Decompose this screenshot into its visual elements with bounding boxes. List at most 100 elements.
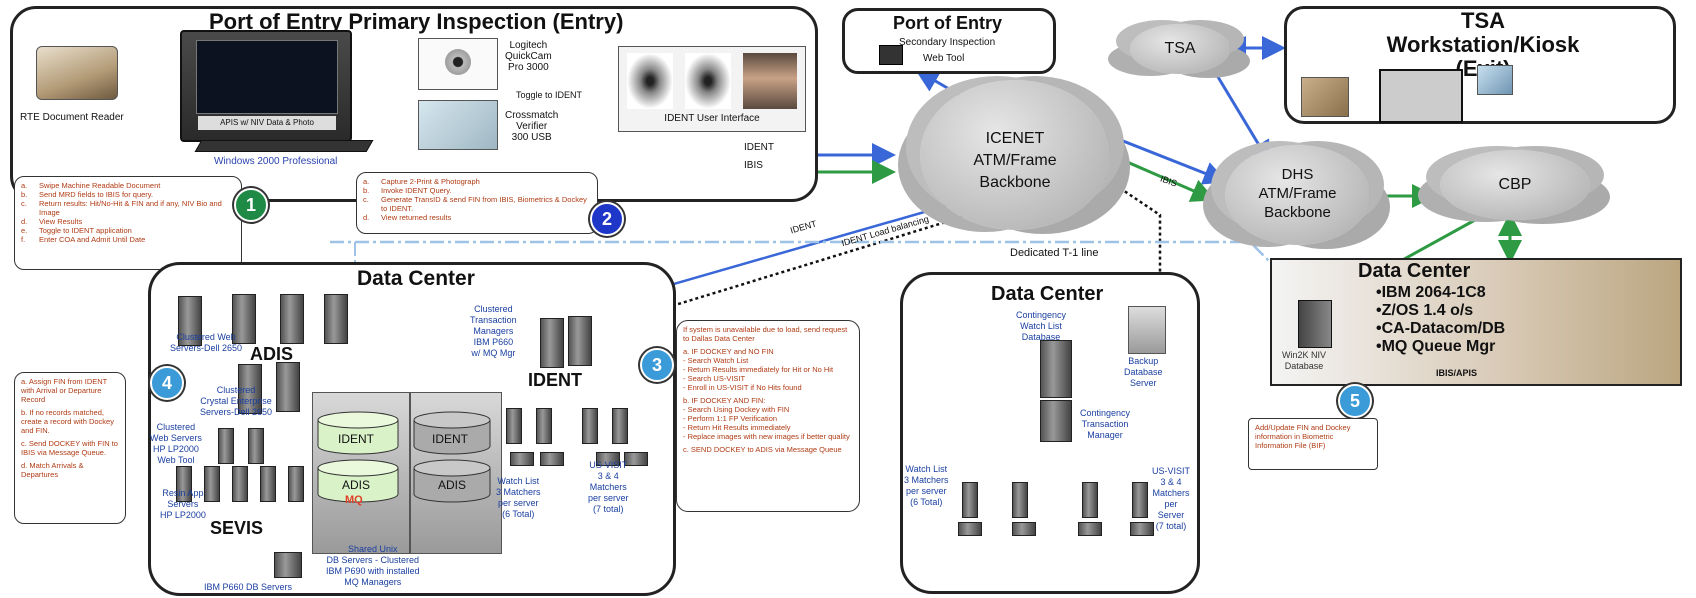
db-mq: MQ xyxy=(345,494,363,506)
spec-line: •IBM 2064-1C8 xyxy=(1376,284,1486,301)
note-step-text: Swipe Machine Readable Document xyxy=(39,181,161,190)
note-line: c. SEND DOCKEY to ADIS via Message Queue xyxy=(683,445,842,454)
note-step: a. Capture 2-Print & Photograph xyxy=(363,177,591,186)
server xyxy=(958,522,982,536)
note-step-text: Enter COA and Admit Until Date xyxy=(39,235,146,244)
ctm-label: Clustered Transaction Managers IBM P660 … xyxy=(470,304,517,358)
os-label: Windows 2000 Professional xyxy=(214,156,338,167)
server xyxy=(612,408,628,444)
note-step-text: Generate TransID & send FIN from IBIS, B… xyxy=(381,195,587,213)
note-step-key: b. xyxy=(21,190,28,199)
note-step-key: d. xyxy=(363,213,370,222)
server xyxy=(536,408,552,444)
shared-unix-label: Shared Unix DB Servers - Clustered IBM P… xyxy=(326,544,420,587)
ibis-data-center-panel: Data Center Win2K NIV Database •IBM 2064… xyxy=(1270,258,1682,386)
note-step: c.Generate TransID & send FIN from IBIS,… xyxy=(363,195,591,213)
tsa-scanner-image xyxy=(1477,65,1513,95)
server xyxy=(276,362,300,412)
server xyxy=(176,466,192,502)
server xyxy=(596,452,620,466)
note-line: - Replace images with new images if bett… xyxy=(683,432,850,441)
server xyxy=(248,428,264,464)
db-adis-primary-cylinder xyxy=(317,459,399,503)
note-step: f.Enter COA and Admit Until Date xyxy=(21,235,235,244)
link-tsa-dhs xyxy=(1213,71,1272,166)
spec-line: •CA-Datacom/DB xyxy=(1376,320,1506,337)
server xyxy=(238,364,262,414)
server xyxy=(1040,340,1072,398)
link-icenet-dhs-green xyxy=(1089,144,1216,202)
note-line: b. IF DOCKEY AND FIN: xyxy=(683,396,766,405)
ident-ui-label: IDENT User Interface xyxy=(664,113,760,124)
secondary-computer-icon xyxy=(879,45,903,65)
server xyxy=(540,452,564,466)
cwl-label: Contingency Watch List Database xyxy=(1016,310,1067,342)
note-step-text: Capture 2-Print & Photograph xyxy=(381,177,480,186)
clustered-web2-label: Clustered Web Servers HP LP2000 Web Tool xyxy=(150,422,202,465)
face-photo xyxy=(743,53,797,109)
tsa-cloud-label: TSA xyxy=(1164,40,1196,57)
note-line: d. Match Arrivals & Departures xyxy=(21,461,84,479)
win2k-label: Win2K NIV Database xyxy=(1282,350,1327,371)
spec-line: •MQ Queue Mgr xyxy=(1376,338,1496,355)
server xyxy=(582,408,598,444)
note-step: b.Invoke IDENT Query. xyxy=(363,186,591,195)
dhs-label: DHS ATM/Frame Backbone xyxy=(1258,166,1337,221)
clustered-web-label: Clustered Web Servers-Dell 2650 xyxy=(170,332,243,353)
link-ident-label: IDENT xyxy=(744,142,774,153)
note-adis-steps: a. Assign FIN from IDENT with Arrival or… xyxy=(14,372,126,524)
note-step-key: e. xyxy=(21,226,28,235)
t1-label: Dedicated T-1 line xyxy=(1010,247,1099,259)
tsa-kiosk-monitor xyxy=(1379,69,1463,123)
server xyxy=(218,428,234,464)
badge-3: 3 xyxy=(640,348,674,382)
note-step: a.Swipe Machine Readable Document xyxy=(21,181,235,190)
db-cylinders xyxy=(317,411,491,503)
note-line: - Return Hit Results immediately xyxy=(683,423,791,432)
note-step-text: Toggle to IDENT application xyxy=(39,226,132,235)
note-line: a. IF DOCKEY and NO FIN xyxy=(683,347,774,356)
note-line: - Search US-VISIT xyxy=(683,374,746,383)
db-ident-secondary-cylinder xyxy=(413,411,491,455)
logitech-label: Logitech QuickCam Pro 3000 xyxy=(505,40,552,73)
server xyxy=(1082,482,1098,518)
note-step-key: d. xyxy=(21,217,28,226)
note-line: b. If no records matched, create a recor… xyxy=(21,408,114,435)
badge-5: 5 xyxy=(1338,384,1372,418)
ident-ui-window: IDENT User Interface xyxy=(618,46,806,132)
link-t1 xyxy=(330,240,1271,263)
note-step: b.Send MRD fields to IBIS for query. xyxy=(21,190,235,199)
spec-line: •Z/OS 1.4 o/s xyxy=(1376,302,1474,319)
server xyxy=(288,466,304,502)
ident-label: IDENT xyxy=(528,370,582,390)
link-icenet-dc xyxy=(620,190,985,304)
server xyxy=(568,316,592,366)
server xyxy=(260,466,276,502)
note-step-key: b. xyxy=(363,186,370,195)
db-ident-1: IDENT xyxy=(338,432,374,446)
note-step: d. View returned results xyxy=(363,213,591,222)
note-line: - Search Watch List xyxy=(683,356,749,365)
ibm-p660-label: IBM P660 DB Servers xyxy=(204,582,293,592)
note-step: e. Toggle to IDENT application xyxy=(21,226,235,235)
secondary-subtitle: Secondary Inspection xyxy=(899,37,996,48)
note-step-key: a. xyxy=(363,177,370,186)
monitor-caption: APIS w/ NIV Data & Photo xyxy=(198,116,336,130)
main-dc-title: Data Center xyxy=(357,267,475,290)
note-step: d.View Results xyxy=(21,217,235,226)
usvisit-label: US-VISIT 3 & 4 Matchers per server (7 to… xyxy=(588,460,629,514)
note-line: - Enroll in US-VISIT if No Hits found xyxy=(683,383,802,392)
resin-label: Resin App Servers HP LP2000 xyxy=(160,488,206,520)
icenet-cloud xyxy=(920,80,1110,230)
adis-label: ADIS xyxy=(250,344,294,364)
keyboard xyxy=(194,140,374,152)
badge-4: 4 xyxy=(150,366,184,400)
backup-server xyxy=(1128,306,1166,354)
server xyxy=(510,452,534,466)
server xyxy=(324,294,348,344)
note-step-text: View returned results xyxy=(381,213,452,222)
crossmatch-box xyxy=(418,100,498,150)
contingency-ctm-label: Contingency Transaction Manager xyxy=(1080,408,1131,440)
fingerprint-left xyxy=(627,53,673,109)
link-ibis-label: IBIS xyxy=(744,160,763,171)
